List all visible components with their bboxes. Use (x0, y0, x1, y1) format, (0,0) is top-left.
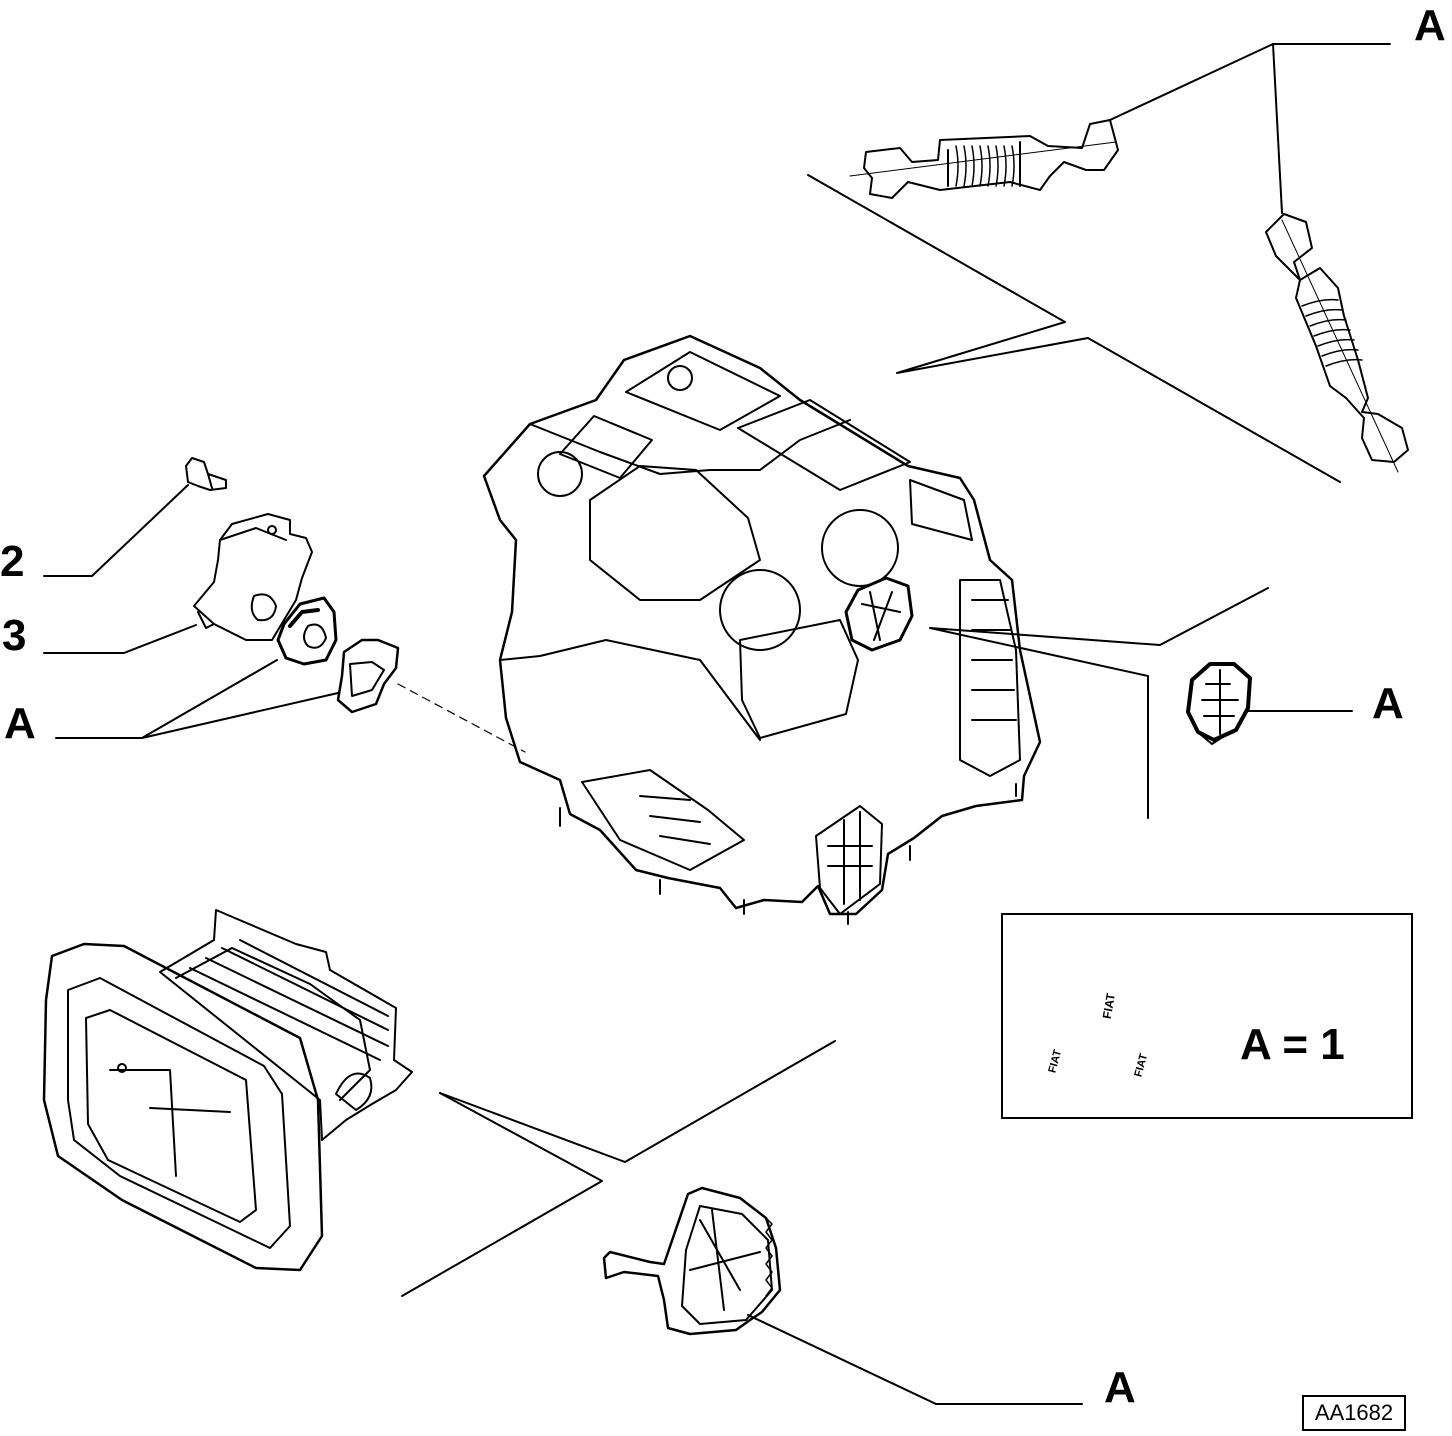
leader-lines (43, 43, 1391, 1405)
callout-a-bottom: A (1104, 1363, 1136, 1412)
actuator-motor-part-3 (193, 513, 313, 641)
callout-label-2: 2 (0, 537, 25, 586)
callout-a-left: A (4, 699, 36, 748)
drawing-code: AA1682 (1302, 1395, 1406, 1431)
legend-box (1001, 913, 1413, 1119)
air-filter-housing (42, 909, 413, 1272)
gear-part-a-left (276, 596, 338, 666)
cable-spring-rod-diagonal (1265, 213, 1409, 473)
cable-spring-rod-horizontal (849, 119, 1119, 199)
callout-a-right-gear: A (1372, 679, 1404, 728)
screw-part-2 (185, 457, 227, 491)
callout-a-top-right: A (1414, 1, 1446, 50)
callout-label-3: 3 (2, 611, 27, 660)
heater-housing-unit (482, 334, 1042, 925)
gear-part-a-right (1186, 662, 1252, 745)
legend-equation: A = 1 (1240, 1020, 1345, 1069)
control-knob-part-a-bottom (602, 1186, 782, 1336)
bracket-part-a-left (336, 638, 400, 714)
